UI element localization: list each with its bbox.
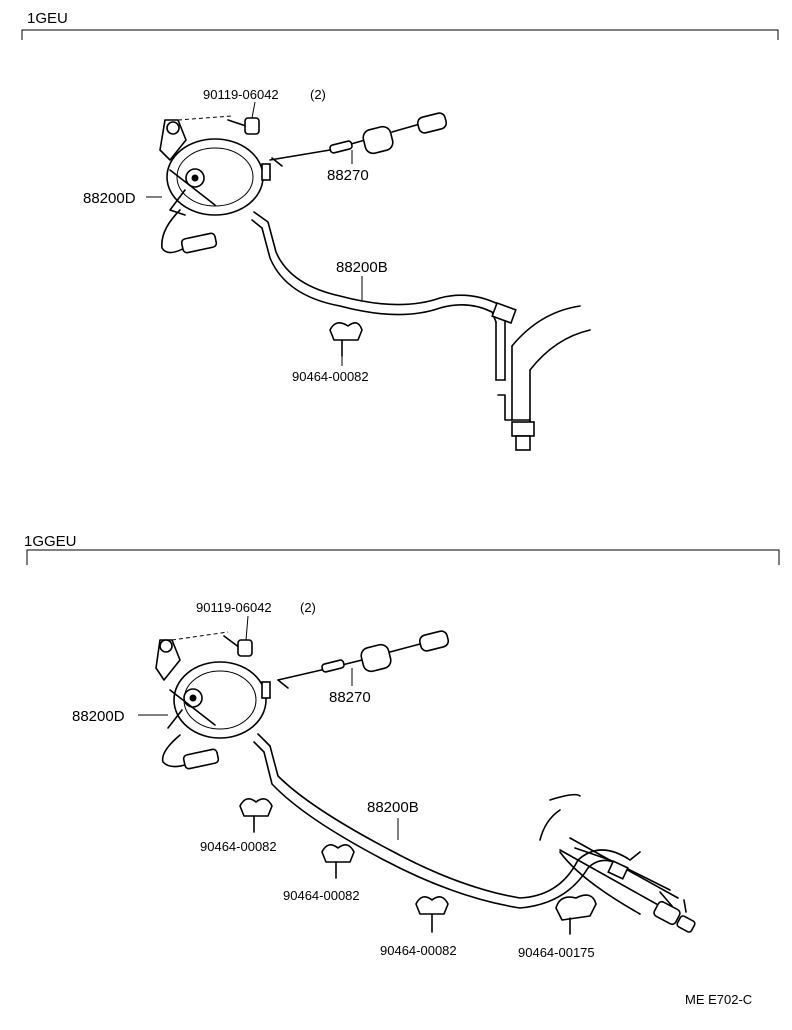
label-clamp: 90464-00082 xyxy=(292,369,369,384)
cable-88270 xyxy=(269,112,448,167)
label-bolt: 90119-06042 xyxy=(203,87,279,102)
label-actuator: 88200D xyxy=(83,190,136,207)
clamp-90464-00175 xyxy=(555,894,597,935)
label-bolt-qty: (2) xyxy=(300,600,316,615)
clamp-90464-00082 xyxy=(321,844,355,879)
intake-pipe xyxy=(497,305,591,451)
label-bolt-qty: (2) xyxy=(310,87,326,102)
label-clamp-2: 90464-00082 xyxy=(283,888,360,903)
section-bracket xyxy=(26,549,780,565)
intake-pipe xyxy=(539,793,696,933)
label-bolt: 90119-06042 xyxy=(196,600,272,615)
label-clamp-1: 90464-00082 xyxy=(200,839,277,854)
actuator-88200D xyxy=(155,639,271,770)
hose-88200B xyxy=(253,733,631,909)
bolt-90119 xyxy=(177,115,260,135)
clamp-90464-00082 xyxy=(329,322,363,357)
label-cable: 88270 xyxy=(329,689,371,706)
label-cable: 88270 xyxy=(327,167,369,184)
actuator-88200D xyxy=(159,119,271,254)
section-title: 1GGEU xyxy=(24,533,77,550)
cable-88270 xyxy=(277,630,450,689)
label-clamp-4: 90464-00175 xyxy=(518,945,595,960)
section-1gegu-upper: 1GEU 90119-06042 (2) xyxy=(21,10,779,451)
section-bracket xyxy=(21,29,779,40)
hose-88200B xyxy=(251,211,517,381)
bolt-90119 xyxy=(171,631,253,657)
label-clamp-3: 90464-00082 xyxy=(380,943,457,958)
clamp-90464-00082 xyxy=(415,896,449,933)
diagram-reference: ME E702-C xyxy=(685,992,752,1007)
clamp-90464-00082 xyxy=(239,798,273,833)
label-hose: 88200B xyxy=(336,259,388,276)
section-title: 1GEU xyxy=(27,10,68,27)
section-1ggeu-lower: 1GGEU 90119-06042 (2) xyxy=(24,533,780,960)
label-hose: 88200B xyxy=(367,799,419,816)
label-actuator: 88200D xyxy=(72,708,125,725)
